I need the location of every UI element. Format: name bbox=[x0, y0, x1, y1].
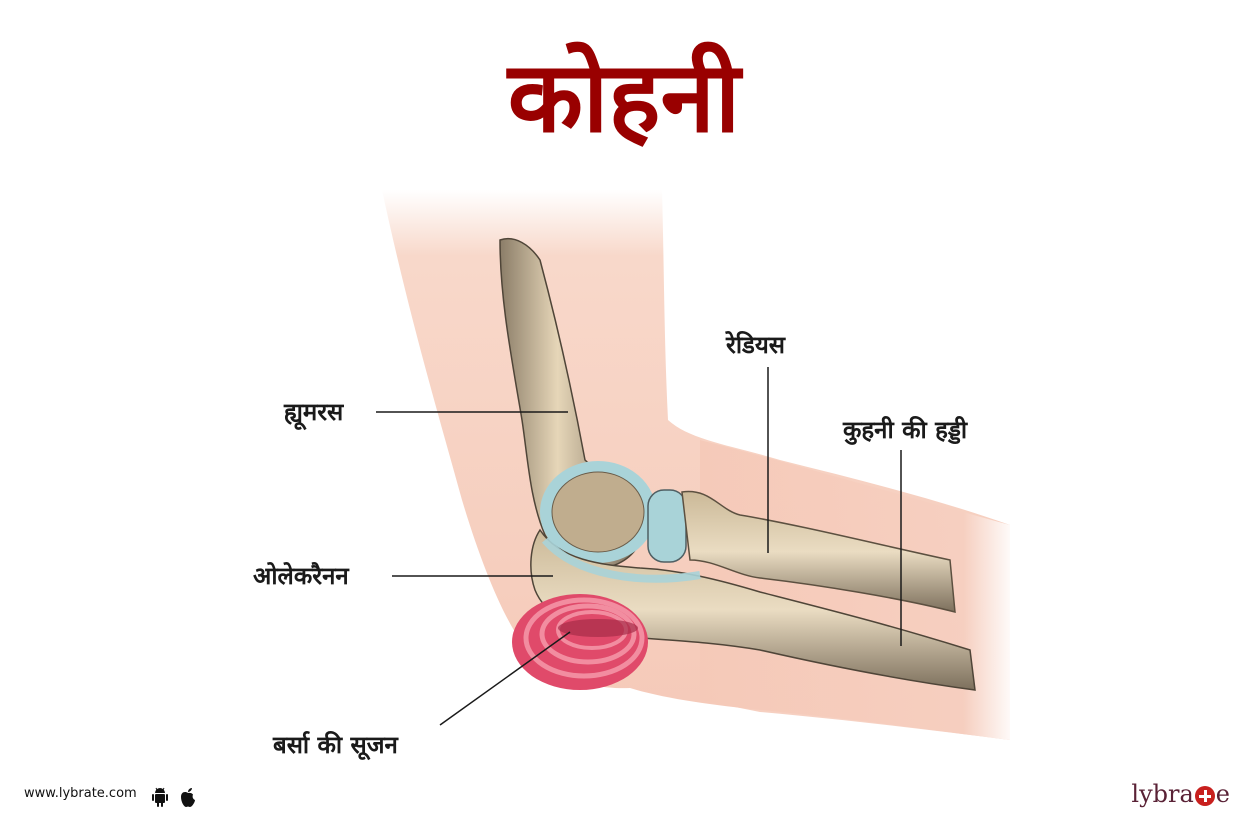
brand-text-left: lybra bbox=[1131, 780, 1194, 808]
radius-bone bbox=[681, 490, 956, 613]
lybrate-logo[interactable]: lybra e bbox=[1131, 780, 1230, 808]
website-url[interactable]: www.lybrate.com bbox=[24, 786, 137, 801]
label-bursitis: बर्सा की सूजन bbox=[273, 731, 398, 759]
radius-head-cartilage bbox=[647, 489, 687, 563]
label-olecranon: ओलेकरैनन bbox=[253, 562, 349, 590]
medical-cross-icon bbox=[1194, 786, 1215, 806]
brand-text-right: e bbox=[1215, 780, 1230, 808]
label-radius: रेडियस bbox=[726, 331, 786, 359]
android-icon[interactable] bbox=[150, 786, 170, 808]
bursa-swelling bbox=[512, 594, 648, 690]
label-humerus: ह्यूमरस bbox=[284, 398, 344, 426]
apple-icon[interactable] bbox=[178, 786, 198, 808]
page-title: कोहनी bbox=[507, 41, 741, 155]
bursitis-leader-line bbox=[439, 631, 571, 726]
label-ulna: कुहनी की हड्डी bbox=[843, 416, 968, 444]
